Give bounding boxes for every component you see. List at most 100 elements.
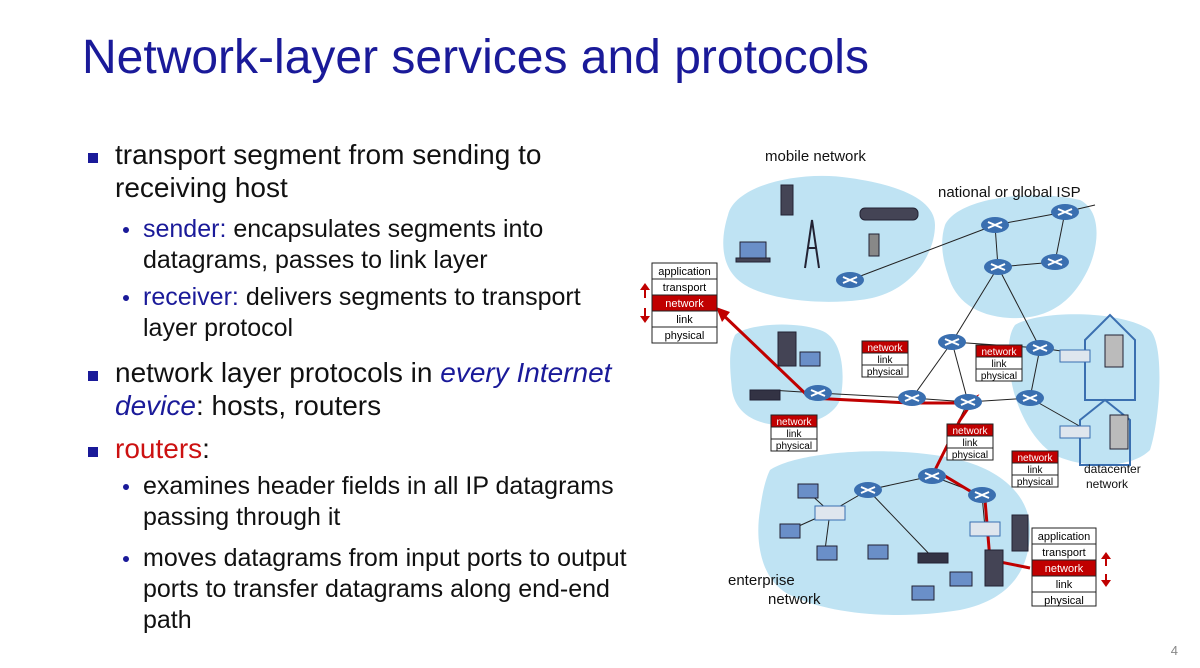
router-icon — [1051, 204, 1079, 220]
stack-layer-label: link — [877, 355, 893, 366]
stack-layer-label: link — [1027, 465, 1043, 476]
bullet-network-protocols: network layer protocols in every Interne… — [88, 356, 628, 422]
stack-layer-label: network — [952, 426, 988, 437]
router-icon — [968, 487, 996, 503]
sub-bullet-moves: moves datagrams from input ports to outp… — [88, 543, 628, 636]
stack-layer-label: application — [1038, 531, 1091, 543]
receiver-text: delivers segments to transport layer pro… — [143, 283, 581, 342]
moves-text: moves datagrams from input ports to outp… — [143, 544, 627, 634]
bullet-post: : hosts, routers — [195, 390, 382, 421]
desktop-icon — [779, 523, 801, 539]
wifi-router-icon — [749, 389, 781, 401]
laptop-icon — [735, 257, 771, 263]
router-icon — [984, 259, 1012, 275]
stack-layer-label: network — [665, 298, 704, 310]
wifi-router-icon — [917, 552, 949, 564]
datacenter-label-line1: datacenter — [1084, 462, 1141, 476]
routers-label: routers — [115, 433, 203, 464]
bullet-text: transport segment from sending to receiv… — [115, 139, 542, 203]
server-icon — [1104, 334, 1124, 368]
server-icon — [1011, 514, 1029, 552]
stack-layer-label: link — [1056, 579, 1073, 591]
desktop-icon — [816, 545, 838, 561]
stack-layer-label: physical — [776, 441, 812, 452]
updown-arrow-icon — [1101, 552, 1111, 587]
car-icon — [859, 207, 919, 221]
bullet-transport-segment: transport segment from sending to receiv… — [88, 138, 628, 204]
stack-layer-label: network — [1045, 563, 1084, 575]
smartphone-icon — [780, 184, 794, 216]
sender-label: sender: — [143, 215, 227, 243]
mobile-network-label: mobile network — [765, 148, 866, 165]
hosts — [735, 184, 1129, 601]
router-icon — [804, 385, 832, 401]
stack-layer-label: transport — [1042, 547, 1085, 559]
stack-layer-label: link — [962, 438, 978, 449]
updown-arrow-icon — [640, 283, 650, 323]
router-icon — [954, 394, 982, 410]
router-icon — [1016, 390, 1044, 406]
stack-layer-label: network — [981, 347, 1017, 358]
sub-bullet-receiver: receiver: delivers segments to transport… — [88, 282, 628, 344]
router-stack: network link physical — [861, 340, 909, 378]
stack-layer-label: network — [867, 343, 903, 354]
bullet-emphasis: every Internet device — [115, 357, 612, 421]
router-icon — [854, 482, 882, 498]
router-icon — [836, 272, 864, 288]
traffic-light-icon — [868, 233, 880, 257]
router-stack: network link physical — [1011, 450, 1059, 488]
stack-layer-label: link — [676, 314, 693, 326]
router-icon — [1026, 340, 1054, 356]
desktop-icon — [797, 483, 819, 499]
network-diagram: mobile network national or global ISP da… — [640, 148, 1160, 615]
stack-layer — [651, 326, 718, 344]
desktop-icon — [867, 544, 889, 560]
stack-layer-label: application — [658, 266, 711, 278]
stack-layer-label: transport — [663, 282, 706, 294]
desktop-icon — [799, 351, 821, 367]
stack-layer — [1031, 591, 1097, 607]
host-stack-left: application transport network link physi… — [651, 262, 718, 344]
stack-layer-label: physical — [1044, 595, 1084, 607]
sub-bullet-examines: examines header fields in all IP datagra… — [88, 471, 628, 533]
page-number: 4 — [1170, 643, 1178, 658]
laptop-icon — [949, 571, 973, 587]
mobile-network-cloud — [723, 175, 935, 302]
host-stack-right: application transport network link physi… — [1031, 527, 1097, 607]
laptop-icon — [739, 241, 767, 259]
isp-network-cloud — [942, 195, 1097, 319]
stack-layer-label: physical — [665, 330, 705, 342]
bullet-routers: routers: — [88, 432, 628, 465]
router-stack: network link physical — [975, 344, 1023, 382]
sub-bullet-sender: sender: encapsulates segments into datag… — [88, 214, 628, 276]
datacenter-building-icon — [1084, 313, 1136, 401]
isp-network-label: national or global ISP — [938, 184, 1081, 201]
server-icon — [984, 549, 1004, 587]
switch-icon — [1059, 349, 1091, 363]
router-stack: network link physical — [946, 423, 994, 461]
router-icon — [1041, 254, 1069, 270]
stack-layer-label: physical — [952, 450, 988, 461]
receiver-label: receiver: — [143, 283, 239, 311]
enterprise-label-line2: network — [768, 591, 821, 608]
stack-layer-label: link — [991, 359, 1007, 370]
stack-layer-label: physical — [867, 367, 903, 378]
stack-layer-label: network — [1017, 453, 1053, 464]
switch-icon — [1059, 425, 1091, 439]
enterprise-label-line1: enterprise — [728, 572, 795, 589]
sender-text: encapsulates segments into datagrams, pa… — [143, 215, 544, 274]
switch-icon — [969, 521, 1001, 537]
stack-layer-label: physical — [981, 371, 1017, 382]
router-stack: network link physical — [770, 414, 818, 452]
switch-icon — [814, 505, 846, 521]
router-icon — [898, 390, 926, 406]
datacenter-building-icon — [1079, 398, 1131, 466]
cell-tower-icon — [804, 219, 820, 269]
router-icon — [938, 334, 966, 350]
stack-layer-label: link — [786, 429, 802, 440]
routers — [804, 204, 1079, 503]
datacenter-label-line2: network — [1086, 477, 1129, 491]
bullet-pre: network layer protocols in — [115, 357, 441, 388]
router-icon — [918, 468, 946, 484]
examines-text: examines header fields in all IP datagra… — [143, 472, 614, 531]
